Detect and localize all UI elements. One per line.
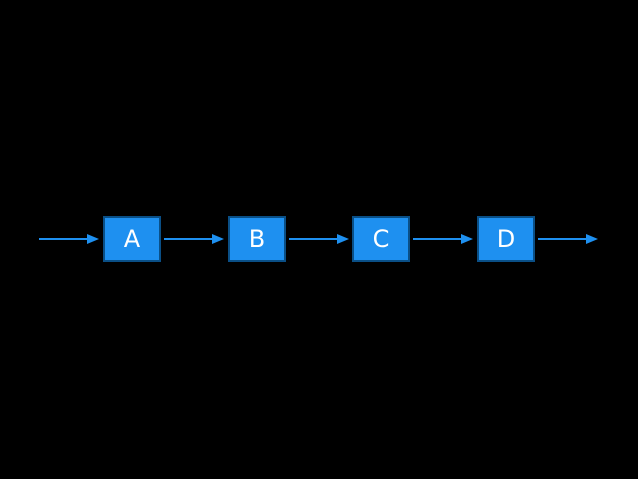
arrow-entry bbox=[39, 234, 99, 244]
node-c: C bbox=[352, 216, 410, 262]
node-b: B bbox=[228, 216, 286, 262]
node-d-label: D bbox=[496, 225, 516, 253]
arrow-a-to-b bbox=[164, 234, 224, 244]
arrow-exit bbox=[538, 234, 598, 244]
node-a-label: A bbox=[123, 225, 141, 253]
node-a: A bbox=[103, 216, 161, 262]
arrow-c-to-d bbox=[413, 234, 473, 244]
node-d: D bbox=[477, 216, 535, 262]
node-c-label: C bbox=[372, 225, 390, 253]
arrow-b-to-c bbox=[289, 234, 349, 244]
node-b-label: B bbox=[248, 225, 266, 253]
